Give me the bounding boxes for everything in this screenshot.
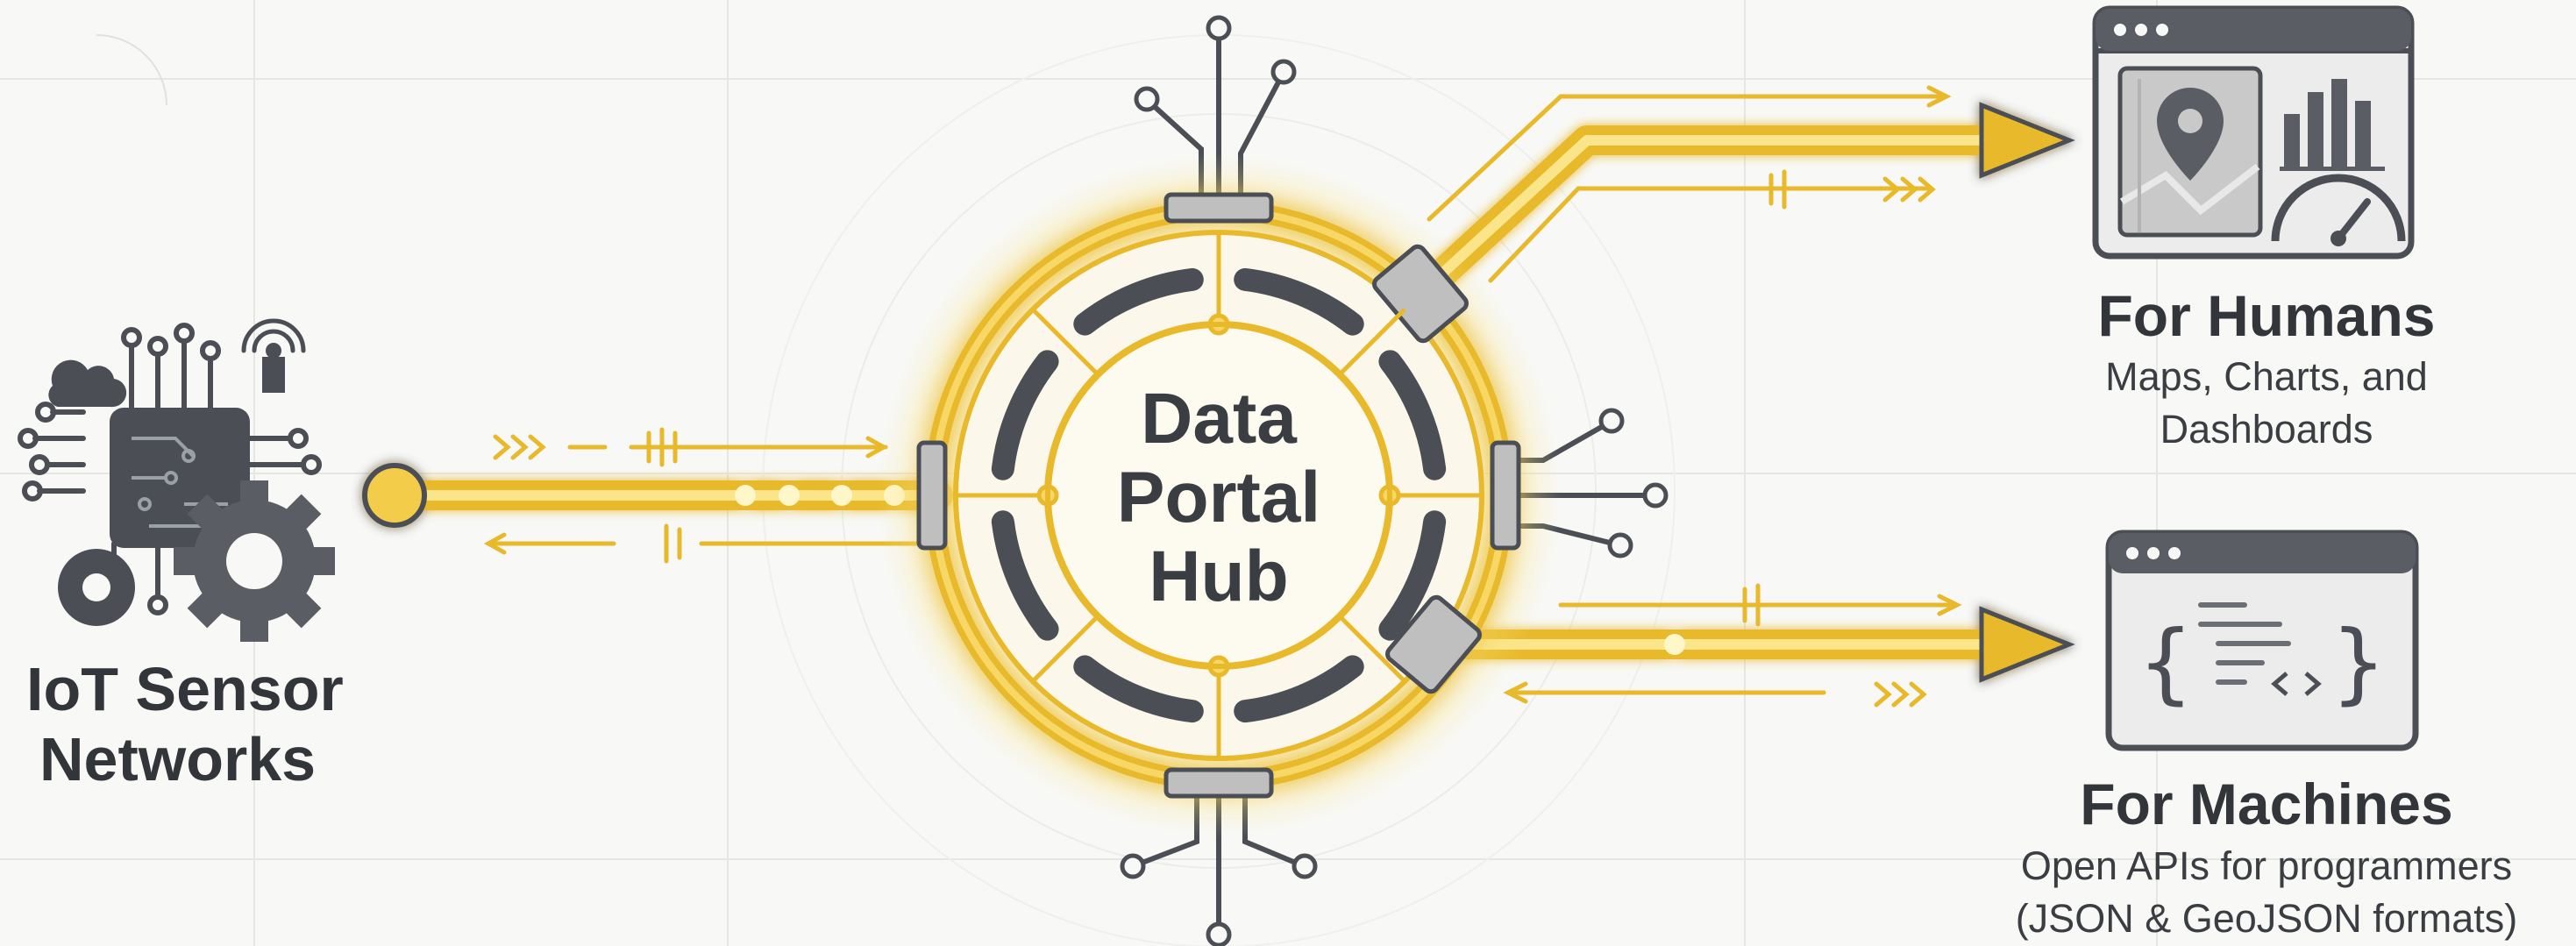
gear-icon [174,480,335,642]
code-window-icon: { } [2105,530,2419,751]
source-title: IoT Sensor [26,655,344,723]
circuit-chip-gear-icon [18,318,322,615]
hub-segment [1378,510,1447,641]
hub-segment [991,510,1059,641]
hub-segment [991,350,1059,480]
source-title-2: Networks [39,725,316,793]
input-flow-arrows [483,427,923,564]
hub-title-2: Portal [1117,458,1320,537]
hub-segment [1234,267,1364,336]
hub-spoke [1338,615,1406,683]
hub-segment [1073,267,1204,336]
hub-title-1: Data [1141,379,1298,459]
location-pin-icon [2157,88,2224,181]
gauge-icon [2271,174,2406,246]
hub-spoke [1031,308,1099,376]
hub-title-3: Hub [1149,537,1288,616]
svg-text:}: } [2332,611,2385,714]
hub-segment [1378,350,1447,480]
hub-segment [1234,655,1364,723]
machines-title: For Machines [2080,772,2452,836]
map-chart-dashboard-window-icon [2092,5,2415,260]
hub-spoke [1338,308,1406,376]
output-pipe-humans [1410,102,2075,305]
humans-desc-1: Maps, Charts, and [2105,354,2428,399]
humans-desc-2: Dashboards [2160,407,2373,452]
machines-flow-arrows [1503,583,1962,708]
hub-segment [1073,655,1204,723]
machines-desc-2: (JSON & GeoJSON formats) [2016,896,2518,941]
input-data-pipe [362,463,953,528]
humans-title: For Humans [2097,283,2435,348]
hub [877,15,1669,946]
output-pipe-machines [1455,606,2075,683]
machines-desc-1: Open APIs for programmers [2021,843,2512,888]
bar-chart-icon [2280,79,2385,171]
svg-text:{: { [2139,611,2192,714]
cloud-icon [48,359,127,408]
humans-flow-arrows [1427,85,1952,283]
hub-spoke [1031,615,1099,683]
